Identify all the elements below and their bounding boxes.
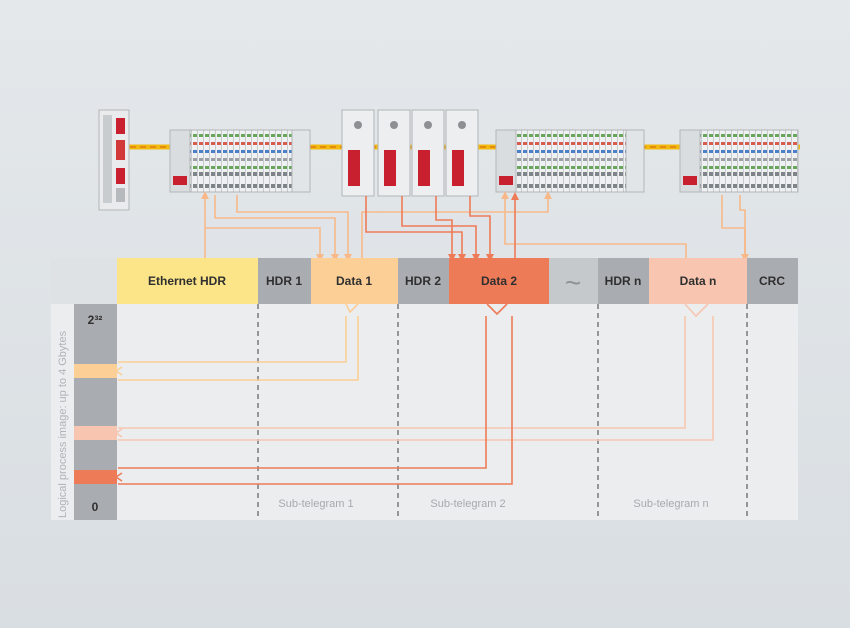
hdr1-block: [258, 258, 311, 304]
gap-block: [549, 258, 598, 304]
process-image-datan: [74, 426, 117, 440]
process-image-bar: [74, 304, 117, 520]
process-image-axis-label: Logical process image: up to 4 Gbytes: [57, 330, 69, 518]
datan-block: [649, 258, 747, 304]
process-image-area: 2³² 0 Logical process image: up to 4 Gby…: [51, 304, 798, 520]
hdr1-label: HDR 1: [266, 274, 302, 288]
device-to-frame-arrows: [201, 191, 749, 262]
frame-row: Ethernet HDR HDR 1 Data 1 HDR 2 Data 2 ~…: [51, 258, 798, 304]
ethernet-hdr-label: Ethernet HDR: [148, 274, 226, 288]
process-image-data1: [74, 364, 117, 378]
scale-top-label: 2³²: [88, 313, 103, 327]
hdr2-block: [398, 258, 449, 304]
io-terminal-block-2: [495, 129, 645, 193]
sub-telegram-n-label: Sub-telegram n: [633, 498, 708, 510]
scale-bottom-label: 0: [92, 500, 99, 514]
hdr2-label: HDR 2: [405, 274, 441, 288]
data1-label: Data 1: [336, 274, 372, 288]
data1-block: [311, 258, 398, 304]
data2-block: [449, 258, 549, 304]
hdrn-block: [598, 258, 649, 304]
gap-tilde: ~: [565, 267, 581, 298]
sub-telegram-1-label: Sub-telegram 1: [278, 498, 353, 510]
controller-device: [98, 109, 130, 211]
io-terminal-block-1: [169, 129, 311, 193]
frame-to-image-arrows: [114, 303, 714, 485]
drive-group: [341, 109, 479, 197]
data2-label: Data 2: [481, 274, 517, 288]
io-terminal-block-3: [679, 129, 799, 193]
hdrn-label: HDR n: [605, 274, 642, 288]
crc-block: [747, 258, 798, 304]
sub-telegram-2-label: Sub-telegram 2: [430, 498, 505, 510]
process-image-data2: [74, 470, 117, 484]
crc-label: CRC: [759, 274, 785, 288]
ethernet-hdr-block: [117, 258, 258, 304]
datan-label: Data n: [680, 274, 717, 288]
